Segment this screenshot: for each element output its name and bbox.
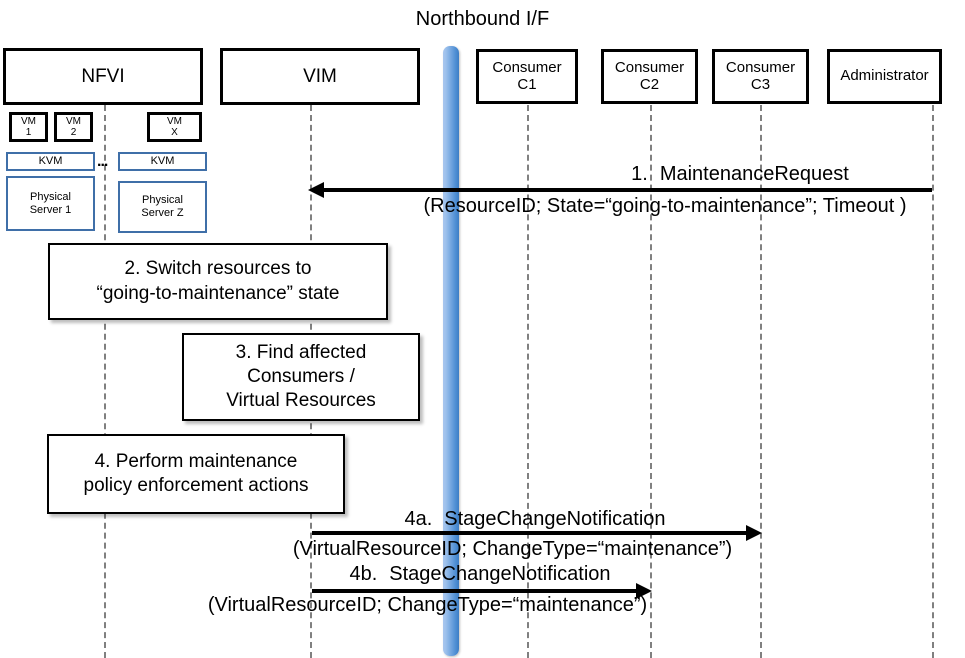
northbound-interface-bar xyxy=(443,46,459,656)
actor-administrator[interactable]: Administrator xyxy=(827,49,942,104)
hardware-ellipsis: ... xyxy=(97,153,108,170)
actor-vim-label: VIM xyxy=(303,65,337,87)
lifeline-consumer-c2 xyxy=(650,105,652,658)
kvm-1-box[interactable]: KVM xyxy=(6,152,95,171)
message-1-params: (ResourceID; State=“going-to-maintenance… xyxy=(423,195,907,217)
step-2-label: 2. Switch resources to“going-to-maintena… xyxy=(96,258,340,304)
actor-consumer-c3-id: C3 xyxy=(750,75,771,93)
message-4a-params: (VirtualResourceID; ChangeType=“maintena… xyxy=(292,538,733,560)
kvm-1-label: KVM xyxy=(38,155,63,168)
page-title: Northbound I/F xyxy=(415,8,550,30)
message-4b-params: (VirtualResourceID; ChangeType=“maintena… xyxy=(207,594,648,616)
actor-consumer-c1-id: C1 xyxy=(517,75,537,93)
lifeline-administrator xyxy=(932,105,934,658)
lifeline-consumer-c3 xyxy=(760,105,762,658)
actor-nfvi[interactable]: NFVI xyxy=(3,48,203,105)
message-1-arrow-line xyxy=(320,188,932,192)
message-1-name: MaintenanceRequest xyxy=(659,163,849,185)
actor-nfvi-label: NFVI xyxy=(81,65,125,87)
message-4a-number: 4a. xyxy=(404,508,433,530)
message-4a-name: StageChangeNotification xyxy=(444,508,666,530)
actor-consumer-c3[interactable]: Consumer C3 xyxy=(712,49,809,104)
actor-administrator-label: Administrator xyxy=(840,67,929,85)
message-4a-arrow-line xyxy=(312,531,746,535)
message-1-title: 1. MaintenanceRequest xyxy=(530,163,950,185)
message-4b-title: 4b. StageChangeNotification xyxy=(310,563,650,585)
kvm-2-box[interactable]: KVM xyxy=(118,152,207,171)
kvm-2-label: KVM xyxy=(150,155,175,168)
lifeline-nfvi xyxy=(104,105,106,658)
actor-vim[interactable]: VIM xyxy=(220,48,420,105)
actor-consumer-c3-label: Consumer xyxy=(725,58,796,76)
message-1-number: 1. xyxy=(631,163,648,185)
message-4b-number: 4b. xyxy=(349,563,378,585)
actor-consumer-c1[interactable]: Consumer C1 xyxy=(476,49,578,104)
message-1-arrow-head-icon xyxy=(308,182,324,198)
message-4a-arrow-head-icon xyxy=(746,525,762,541)
lifeline-consumer-c1 xyxy=(527,105,529,658)
actor-consumer-c2-id: C2 xyxy=(639,75,660,93)
actor-consumer-c1-label: Consumer xyxy=(492,58,562,76)
actor-consumer-c2-label: Consumer xyxy=(614,58,685,76)
message-4b-arrow-line xyxy=(312,589,636,593)
message-4a-title: 4a. StageChangeNotification xyxy=(310,508,760,530)
step-2-box[interactable]: 2. Switch resources to“going-to-maintena… xyxy=(48,243,388,320)
message-4b-arrow-head-icon xyxy=(636,583,652,599)
actor-consumer-c2[interactable]: Consumer C2 xyxy=(601,49,698,104)
message-4b-name: StageChangeNotification xyxy=(389,563,611,585)
